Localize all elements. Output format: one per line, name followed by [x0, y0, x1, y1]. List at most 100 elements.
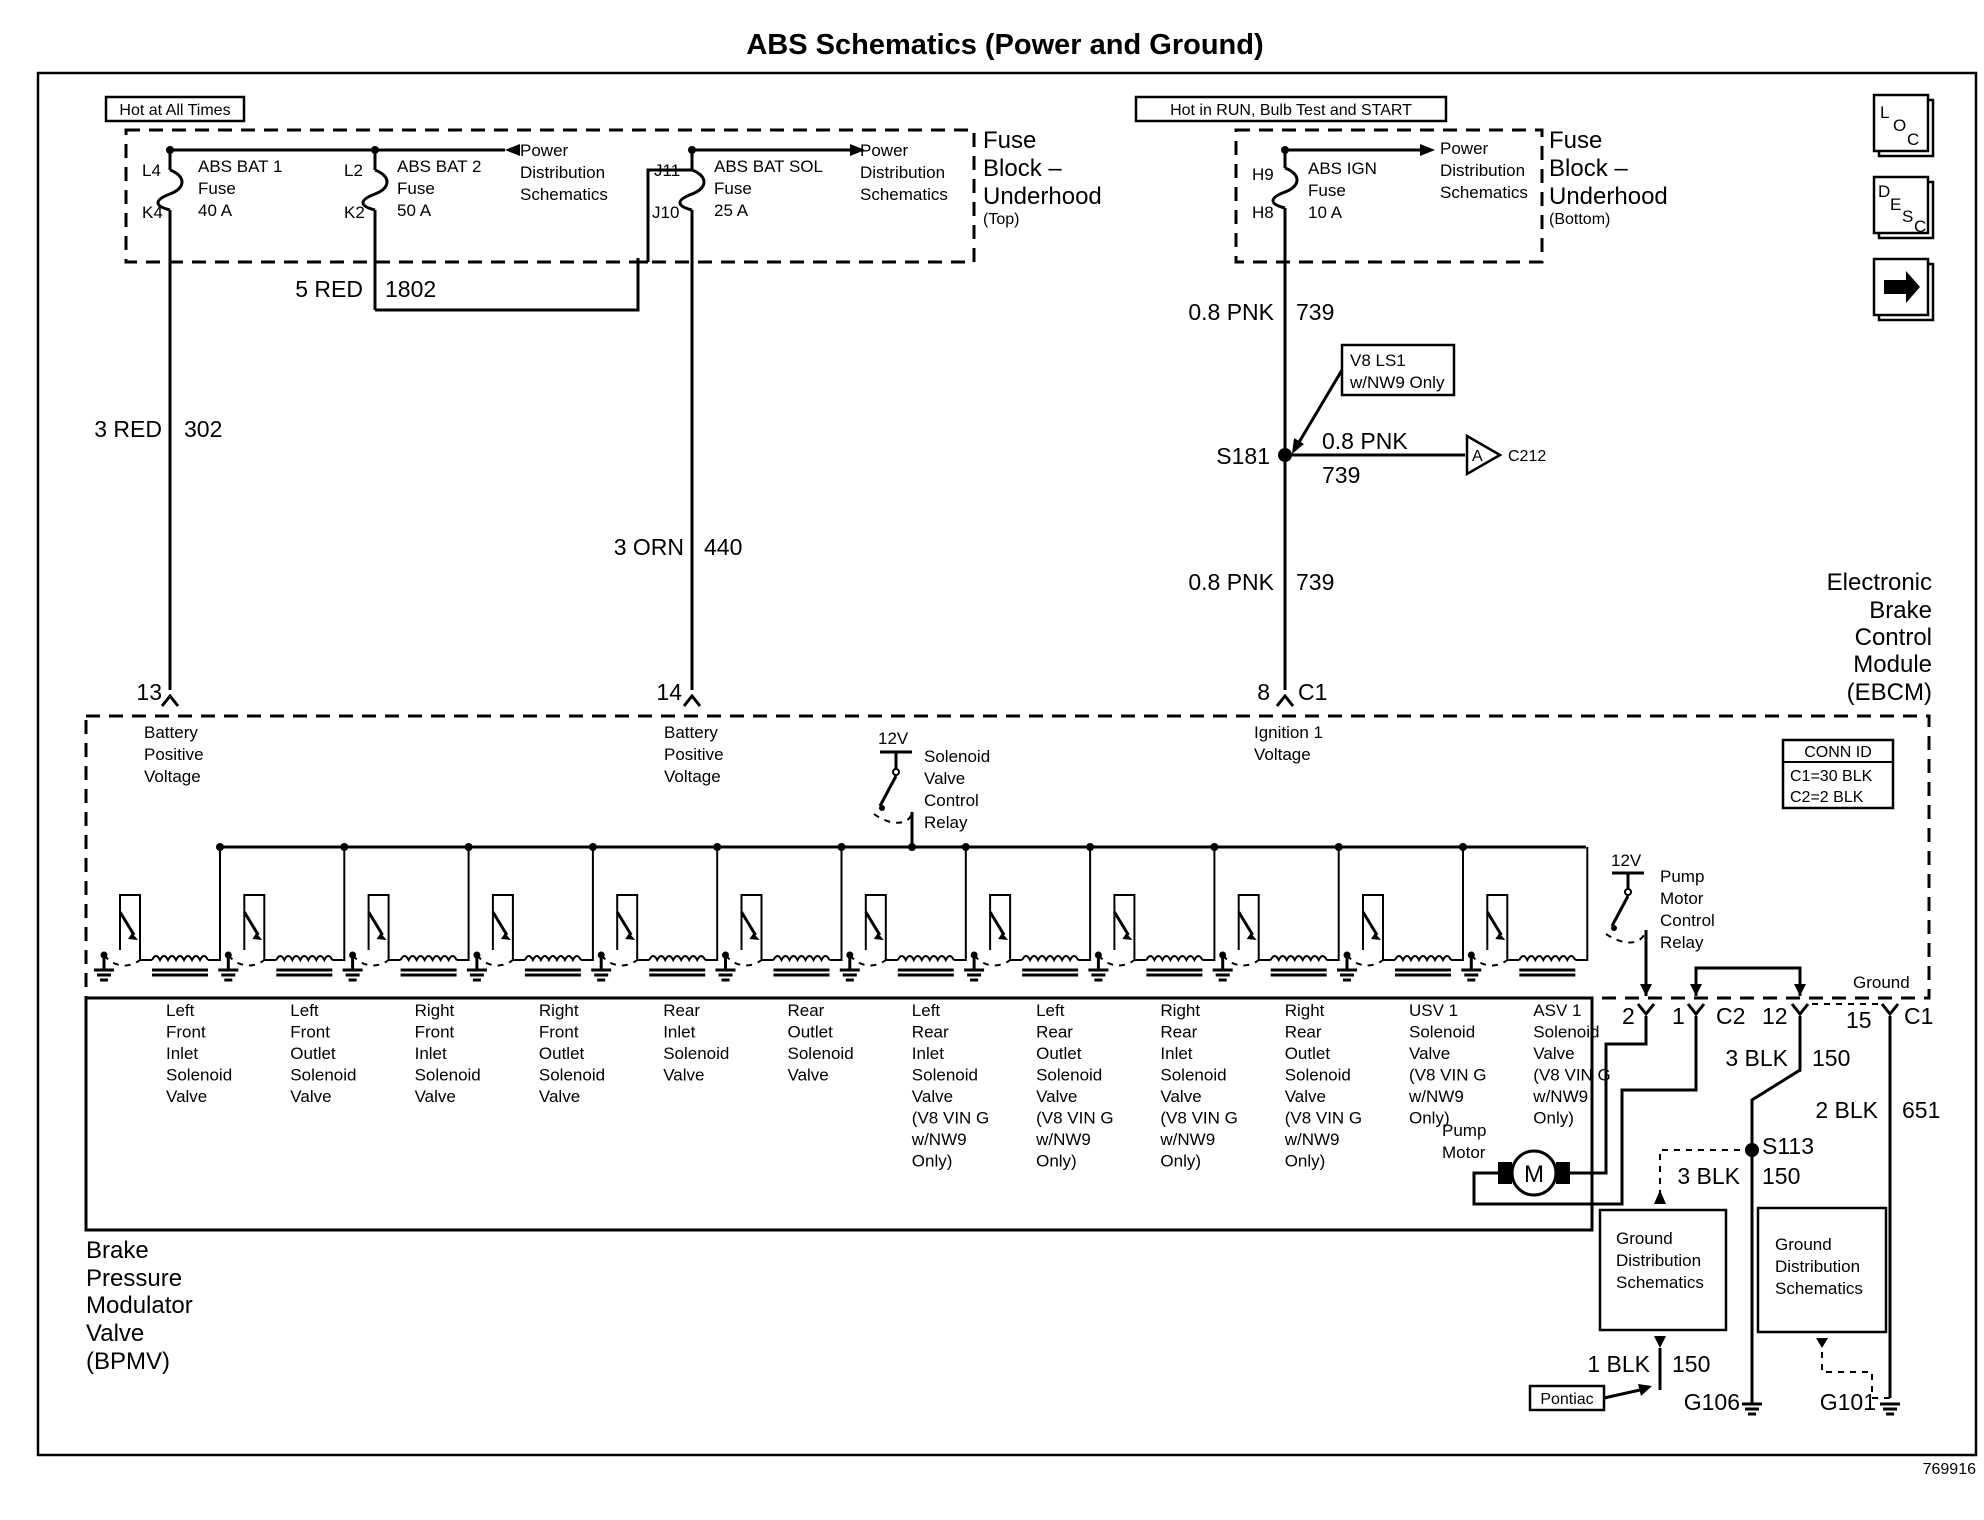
- valve-label-line: Rear: [912, 1023, 949, 1042]
- svg-text:150: 150: [1672, 1351, 1710, 1377]
- svg-text:739: 739: [1296, 299, 1334, 325]
- svg-text:Pressure: Pressure: [86, 1265, 182, 1292]
- ebcm-pin-13: 13: [136, 679, 180, 707]
- svg-text:Electronic: Electronic: [1827, 569, 1932, 596]
- valve-label-line: Only): [1285, 1152, 1326, 1171]
- ground-g101: G101: [1816, 1338, 1900, 1416]
- valve-label-line: Front: [539, 1023, 579, 1042]
- svg-text:12V: 12V: [1611, 851, 1642, 870]
- svg-text:Valve: Valve: [86, 1320, 144, 1347]
- svg-text:302: 302: [184, 416, 222, 442]
- valve-label-line: Valve: [1409, 1044, 1450, 1063]
- svg-text:A: A: [1472, 448, 1483, 465]
- svg-text:50 A: 50 A: [397, 201, 432, 220]
- svg-text:3 BLK: 3 BLK: [1677, 1163, 1740, 1189]
- svg-text:Ground: Ground: [1853, 973, 1910, 992]
- ebcm-label: Electronic Brake Control Module (EBCM): [1827, 569, 1932, 706]
- wire-651: 2 BLK 651: [1815, 1016, 1940, 1398]
- valve-label-line: Inlet: [166, 1044, 198, 1063]
- svg-text:Schematics: Schematics: [860, 185, 948, 204]
- svg-text:Distribution: Distribution: [860, 163, 945, 182]
- svg-text:K2: K2: [344, 203, 365, 222]
- valve-label-line: Solenoid: [166, 1066, 232, 1085]
- ebcm-pin-8: 8 C1: [1257, 679, 1327, 707]
- svg-text:40 A: 40 A: [198, 201, 233, 220]
- valve-label-line: Solenoid: [1533, 1023, 1599, 1042]
- valve-label-line: w/NW9: [1159, 1130, 1215, 1149]
- svg-text:Brake: Brake: [1869, 597, 1932, 624]
- svg-text:V8 LS1: V8 LS1: [1350, 351, 1406, 370]
- wire-739-label-2: 0.8 PNK 739: [1322, 428, 1408, 488]
- svg-text:Positive: Positive: [664, 745, 724, 764]
- arrow-power-dist-1: [505, 144, 520, 156]
- svg-text:Fuse: Fuse: [198, 179, 236, 198]
- next-arrow-icon[interactable]: [1872, 257, 1935, 322]
- svg-text:ABS BAT 1: ABS BAT 1: [198, 157, 282, 176]
- conn-id-box: CONN ID C1=30 BLK C2=2 BLK: [1781, 738, 1895, 810]
- svg-text:Ground: Ground: [1775, 1235, 1832, 1254]
- svg-text:C1: C1: [1298, 679, 1327, 705]
- valve-label-line: Only): [1160, 1152, 1201, 1171]
- power-distribution-ref-1: Power Distribution Schematics: [520, 141, 608, 204]
- valve-label-line: Solenoid: [415, 1066, 481, 1085]
- svg-text:15: 15: [1846, 1007, 1872, 1033]
- svg-text:3 BLK: 3 BLK: [1725, 1045, 1788, 1071]
- svg-text:O: O: [1893, 116, 1906, 135]
- power-distribution-ref-2: Power Distribution Schematics: [860, 141, 948, 204]
- svg-text:150: 150: [1762, 1163, 1800, 1189]
- loc-icon[interactable]: L O C: [1872, 93, 1935, 158]
- fuse-abs-bat-1: L4 K4 ABS BAT 1 Fuse 40 A: [142, 146, 282, 690]
- svg-text:1: 1: [1672, 1003, 1685, 1029]
- valve-label-line: Rear: [788, 1001, 825, 1020]
- ebcm-pin-15: 15 C1: [1812, 1003, 1933, 1033]
- svg-text:Fuse: Fuse: [714, 179, 752, 198]
- bpmv-label: Brake Pressure Modulator Valve (BPMV): [86, 1237, 193, 1375]
- svg-text:C212: C212: [1508, 448, 1546, 465]
- svg-text:13: 13: [136, 679, 162, 705]
- svg-text:C2=2 BLK: C2=2 BLK: [1790, 789, 1864, 806]
- fuse-abs-bat-2: L2 K2 ABS BAT 2 Fuse 50 A: [344, 146, 481, 310]
- svg-text:Positive: Positive: [144, 745, 204, 764]
- svg-text:(Bottom): (Bottom): [1549, 211, 1610, 228]
- svg-text:S181: S181: [1216, 443, 1270, 469]
- svg-text:Relay: Relay: [1660, 933, 1704, 952]
- svg-text:C: C: [1914, 217, 1926, 236]
- svg-text:M: M: [1524, 1161, 1544, 1188]
- svg-text:Control: Control: [924, 791, 979, 810]
- valve-label-line: Valve: [1160, 1087, 1201, 1106]
- svg-text:Pump: Pump: [1442, 1121, 1486, 1140]
- svg-text:Distribution: Distribution: [520, 163, 605, 182]
- valve-label-line: Only): [1409, 1109, 1450, 1128]
- valve-label-line: Front: [166, 1023, 206, 1042]
- ebcm-pin-14: 14: [656, 679, 702, 707]
- valve-label-line: (V8 VIN G: [1409, 1066, 1486, 1085]
- svg-text:Power: Power: [860, 141, 909, 160]
- valve-label-line: Outlet: [539, 1044, 585, 1063]
- svg-text:C: C: [1907, 130, 1919, 149]
- valve-label-line: Outlet: [788, 1023, 834, 1042]
- svg-text:0.8 PNK: 0.8 PNK: [1188, 299, 1274, 325]
- arrow-power-dist-2: [850, 144, 865, 156]
- svg-text:Power: Power: [520, 141, 569, 160]
- desc-icon[interactable]: D E S C: [1872, 175, 1935, 240]
- splice-s113: S113 3 BLK 150: [1654, 1133, 1814, 1398]
- ignition-voltage-label: Ignition 1 Voltage: [1254, 723, 1323, 764]
- ground-g106: G106: [1684, 1389, 1762, 1416]
- svg-text:12V: 12V: [878, 729, 909, 748]
- svg-text:Underhood: Underhood: [983, 183, 1102, 210]
- splice-s181: S181: [1216, 443, 1292, 469]
- svg-text:Fuse: Fuse: [983, 127, 1036, 154]
- svg-text:Distribution: Distribution: [1616, 1251, 1701, 1270]
- svg-text:Pump: Pump: [1660, 867, 1704, 886]
- svg-text:Valve: Valve: [924, 769, 965, 788]
- ground-distribution-ref-1: Ground Distribution Schematics: [1598, 1208, 1728, 1332]
- pump-motor-control-relay: 12V Pump Motor Control Relay: [1605, 851, 1715, 996]
- svg-text:Block –: Block –: [1549, 155, 1628, 182]
